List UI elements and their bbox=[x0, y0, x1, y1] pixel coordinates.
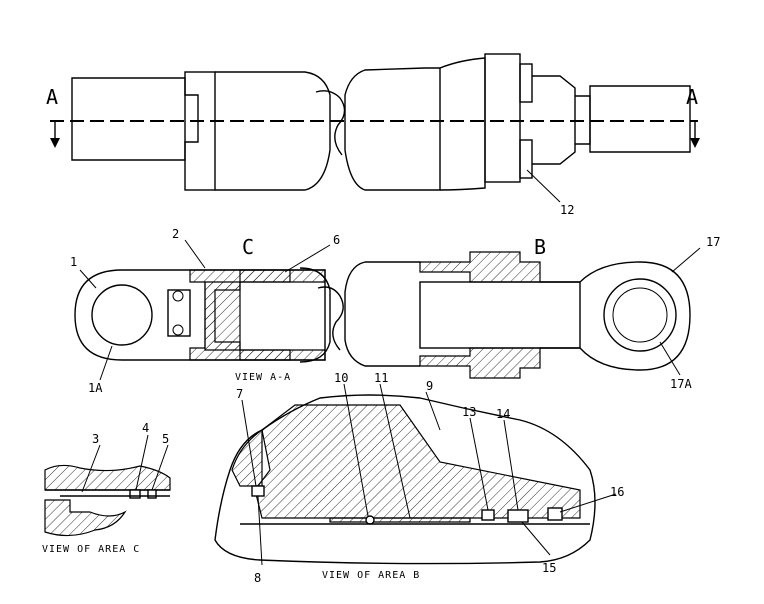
callout-3: 3 bbox=[92, 432, 99, 446]
callout-15: 15 bbox=[542, 561, 556, 575]
callout-5: 5 bbox=[162, 432, 169, 446]
section-view-aa bbox=[74, 251, 691, 379]
callout-13: 13 bbox=[462, 405, 476, 419]
callout-12: 12 bbox=[560, 203, 574, 217]
caption-view-aa: VIEW A-A bbox=[235, 372, 291, 383]
callout-4: 4 bbox=[142, 421, 149, 435]
callout-7: 7 bbox=[236, 387, 243, 401]
caption-view-area-c: VIEW OF AREA C bbox=[42, 544, 140, 555]
callout-1a: 1A bbox=[88, 381, 103, 395]
exterior-view bbox=[50, 53, 700, 191]
area-letter-c: C bbox=[242, 235, 254, 259]
detail-area-c bbox=[44, 464, 171, 537]
callout-2: 2 bbox=[172, 227, 179, 241]
area-letter-b: B bbox=[534, 235, 546, 259]
detail-area-b bbox=[214, 394, 596, 565]
callout-11: 11 bbox=[374, 371, 388, 385]
callout-10: 10 bbox=[334, 371, 348, 385]
callout-17a: 17A bbox=[670, 377, 692, 391]
callout-17: 17 bbox=[706, 235, 720, 249]
callout-14: 14 bbox=[496, 407, 510, 421]
caption-view-area-b: VIEW OF AREA B bbox=[322, 570, 420, 581]
section-letter-right: A bbox=[686, 85, 698, 109]
section-letter-left: A bbox=[46, 85, 58, 109]
callout-1: 1 bbox=[70, 255, 77, 269]
callout-9: 9 bbox=[426, 379, 433, 393]
callout-6: 6 bbox=[333, 233, 340, 247]
callout-8: 8 bbox=[254, 571, 261, 585]
callout-16: 16 bbox=[610, 485, 624, 499]
